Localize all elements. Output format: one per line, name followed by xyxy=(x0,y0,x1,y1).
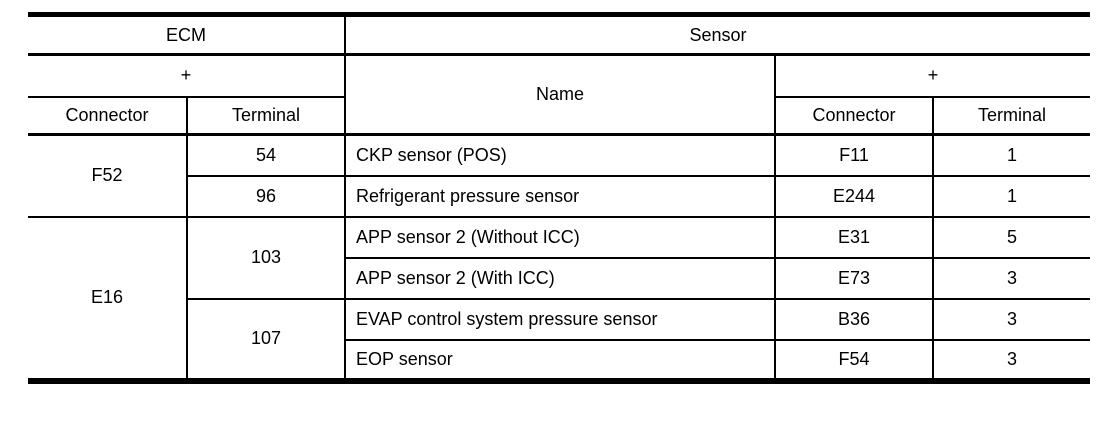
sensor-terminal-header: Terminal xyxy=(931,95,1091,136)
sensor-name-cell: Refrigerant pressure sensor xyxy=(344,174,776,218)
ecm-connector-header: Connector xyxy=(28,95,188,136)
table-row: 96 Refrigerant pressure sensor E244 1 xyxy=(28,174,1091,218)
ecm-polarity-header: + xyxy=(28,53,346,98)
sensor-connector-cell: B36 xyxy=(774,297,934,341)
connector-terminal-table: ECM Sensor + Name + Connector Terminal C… xyxy=(28,12,1091,384)
ecm-group-header: ECM xyxy=(28,13,346,56)
sensor-terminal-cell: 3 xyxy=(931,297,1091,341)
sensor-connector-cell: F11 xyxy=(774,133,934,177)
table-row: APP sensor 2 (With ICC) E73 3 xyxy=(28,256,1091,300)
sensor-connector-cell: F54 xyxy=(774,338,934,382)
sensor-name-cell: APP sensor 2 (Without ICC) xyxy=(344,215,776,259)
sensor-connector-cell: E244 xyxy=(774,174,934,218)
connector-terminal-table-container: ECM Sensor + Name + Connector Terminal C… xyxy=(28,12,1091,384)
sensor-name-cell: APP sensor 2 (With ICC) xyxy=(344,256,776,300)
sensor-terminal-cell: 3 xyxy=(931,338,1091,382)
ecm-terminal-cell: 96 xyxy=(186,174,346,218)
ecm-terminal-header: Terminal xyxy=(186,95,346,136)
sensor-terminal-cell: 1 xyxy=(931,174,1091,218)
sensor-polarity-header: + xyxy=(773,53,1091,98)
table-row: F52 54 CKP sensor (POS) F11 1 xyxy=(28,133,1091,218)
ecm-terminal-cell: 107 xyxy=(186,297,346,382)
sensor-name-cell: EVAP control system pressure sensor xyxy=(344,297,776,341)
table-row: 107 EVAP control system pressure sensor … xyxy=(28,297,1091,382)
ecm-connector-cell: F52 xyxy=(28,133,188,218)
sensor-name-cell: CKP sensor (POS) xyxy=(344,133,776,177)
sensor-terminal-cell: 5 xyxy=(931,215,1091,259)
sensor-name-cell: EOP sensor xyxy=(344,338,776,382)
name-header: Name xyxy=(344,53,776,136)
sensor-terminal-cell: 1 xyxy=(931,133,1091,177)
ecm-terminal-cell: 54 xyxy=(186,133,346,177)
sensor-terminal-cell: 3 xyxy=(931,256,1091,300)
ecm-connector-cell: E16 xyxy=(28,215,188,382)
table-row: E16 103 APP sensor 2 (Without ICC) E31 5 xyxy=(28,215,1091,382)
sensor-connector-header: Connector xyxy=(774,95,934,136)
sensor-group-header: Sensor xyxy=(343,13,1091,56)
table-row: EOP sensor F54 3 xyxy=(28,338,1091,382)
sensor-connector-cell: E31 xyxy=(774,215,934,259)
sensor-connector-cell: E73 xyxy=(774,256,934,300)
ecm-terminal-cell: 103 xyxy=(186,215,346,300)
